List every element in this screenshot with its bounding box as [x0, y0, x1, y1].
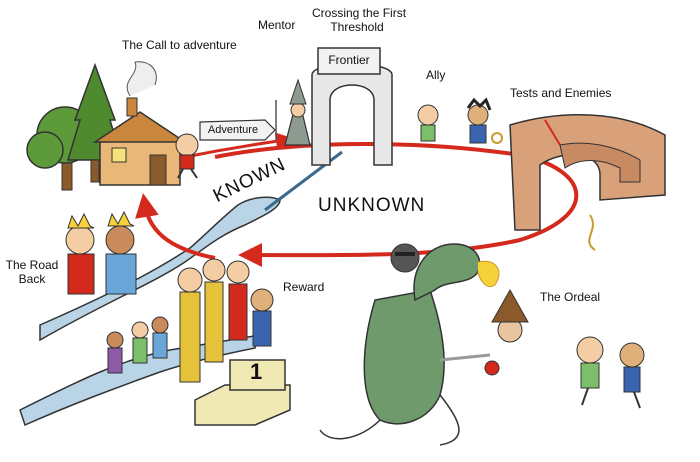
label-crossing-line1: Crossing the First: [312, 6, 407, 20]
label-road-back: The Road Back: [4, 258, 60, 286]
dragon: [319, 243, 500, 446]
podium: [194, 359, 291, 426]
adventure-signpost: [199, 119, 276, 141]
crowd: [106, 316, 169, 374]
label-crossing-threshold: Crossing the First Threshold: [312, 6, 407, 34]
witch: [439, 288, 529, 376]
label-podium-number: 1: [250, 359, 263, 384]
label-tests-and-enemies: Tests and Enemies: [510, 86, 612, 100]
mentor-wizard: [275, 78, 311, 146]
label-call-to-adventure: The Call to adventure: [122, 38, 237, 52]
maze: [509, 114, 666, 251]
frontier-gate: [311, 47, 393, 166]
label-ally: Ally: [426, 68, 446, 82]
label-crossing-line2: Threshold: [330, 20, 384, 34]
label-road-back-line1: The Road: [5, 258, 59, 272]
ordeal-heroes: [576, 336, 645, 409]
label-road-back-line2: Back: [18, 272, 46, 286]
label-adventure-sign: Adventure: [207, 124, 259, 136]
cycle-arrow: [214, 142, 579, 268]
kings: [65, 210, 137, 295]
label-unknown: UNKNOWN: [318, 195, 426, 216]
house: [92, 61, 188, 186]
label-reward: Reward: [283, 280, 325, 294]
label-frontier: Frontier: [328, 53, 370, 67]
reward-group: [177, 258, 274, 383]
hero-boy: [175, 133, 199, 179]
label-mentor: Mentor: [258, 18, 296, 32]
label-ordeal: The Ordeal: [540, 290, 601, 304]
return-arrow: [135, 193, 216, 260]
ally-characters: [417, 97, 503, 144]
